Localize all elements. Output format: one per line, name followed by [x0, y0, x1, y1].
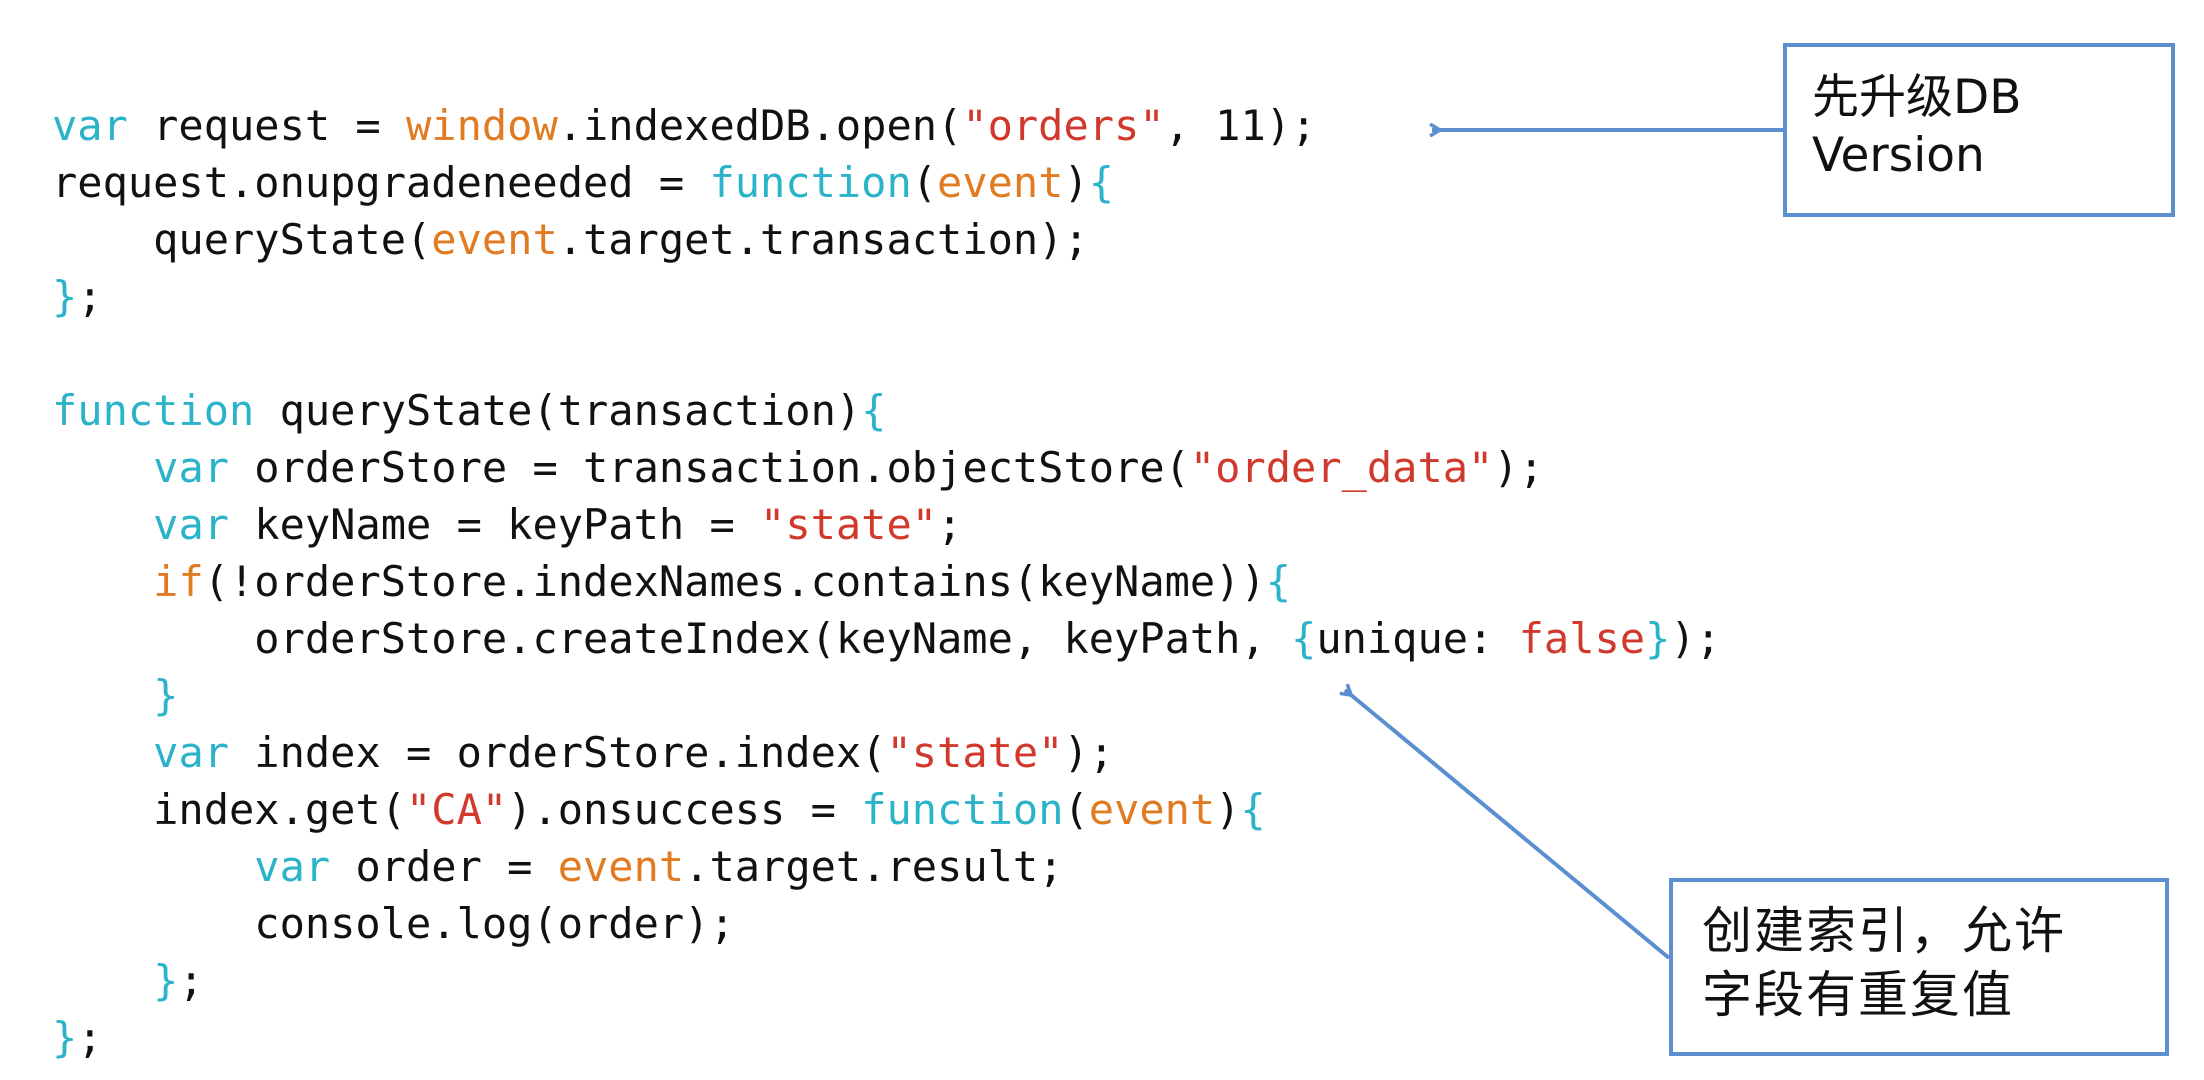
code-token: "orders": [962, 101, 1165, 150]
code-token: ): [1063, 158, 1089, 207]
code-line: var orderStore = transaction.objectStore…: [52, 439, 1721, 496]
code-token: keyName = keyPath =: [229, 500, 761, 549]
code-line: var keyName = keyPath = "state";: [52, 496, 1721, 553]
code-token: ;: [77, 272, 103, 321]
code-token: .indexedDB.open(: [557, 101, 963, 150]
code-token: .target.transaction);: [557, 215, 1089, 264]
code-token: event: [1088, 785, 1216, 834]
code-token: "state": [886, 728, 1064, 777]
code-token: order =: [330, 842, 558, 891]
code-line: orderStore.createIndex(keyName, keyPath,…: [52, 610, 1721, 667]
code-token: index.get(: [52, 785, 407, 834]
code-line: };: [52, 1009, 1721, 1066]
code-block: var request = window.indexedDB.open("ord…: [52, 97, 1721, 1066]
code-token: ;: [937, 500, 963, 549]
code-token: {: [1088, 158, 1115, 207]
create-index-note-line2: 字段有重复值: [1702, 966, 2014, 1024]
code-line: queryState(event.target.transaction);: [52, 211, 1721, 268]
code-token: var: [52, 101, 128, 150]
code-token: (: [1063, 785, 1089, 834]
code-token: event: [557, 842, 685, 891]
code-token: orderStore = transaction.objectStore(: [229, 443, 1190, 492]
code-token: {: [1291, 614, 1317, 663]
code-token: {: [1265, 557, 1292, 606]
code-line: };: [52, 268, 1721, 325]
code-token: window: [406, 101, 558, 150]
code-token: false: [1518, 614, 1646, 663]
code-token: queryState(transaction): [254, 386, 862, 435]
code-token: queryState(: [52, 215, 432, 264]
code-line: function queryState(transaction){: [52, 382, 1721, 439]
code-token: console.log(order);: [52, 899, 735, 948]
code-token: if: [153, 557, 204, 606]
code-line: console.log(order);: [52, 895, 1721, 952]
code-line: };: [52, 952, 1721, 1009]
code-line: }: [52, 667, 1721, 724]
code-token: var: [254, 842, 331, 891]
code-token: }: [1645, 614, 1671, 663]
code-token: function: [709, 158, 912, 207]
code-line: if(!orderStore.indexNames.contains(keyNa…: [52, 553, 1721, 610]
db-version-note-line2: Version: [1812, 128, 1985, 183]
code-line: var order = event.target.result;: [52, 838, 1721, 895]
code-token: );: [1670, 614, 1721, 663]
code-token: unique:: [1316, 614, 1519, 663]
code-token: }: [52, 272, 78, 321]
code-token: request.onupgradeneeded =: [52, 158, 710, 207]
db-version-note: 先升级DB Version: [1783, 43, 2175, 217]
code-token: }: [52, 1013, 78, 1062]
code-token: orderStore.createIndex(keyName, keyPath,: [52, 614, 1292, 663]
create-index-arrow: [1345, 690, 1671, 960]
code-token: index = orderStore.index(: [229, 728, 887, 777]
create-index-note: 创建索引，允许 字段有重复值: [1669, 878, 2169, 1056]
code-token: function: [52, 386, 255, 435]
code-token: "state": [760, 500, 938, 549]
code-token: (: [911, 158, 938, 207]
code-token: }: [153, 956, 179, 1005]
code-token: {: [1240, 785, 1266, 834]
code-token: );: [1493, 443, 1544, 492]
code-token: ;: [77, 1013, 103, 1062]
code-token: var: [153, 500, 230, 549]
code-token: var: [153, 728, 230, 777]
code-line: var index = orderStore.index("state");: [52, 724, 1721, 781]
code-line: index.get("CA").onsuccess = function(eve…: [52, 781, 1721, 838]
code-token: , 11);: [1164, 101, 1317, 150]
code-token: ): [1215, 785, 1241, 834]
code-line: request.onupgradeneeded = function(event…: [52, 154, 1721, 211]
code-token: ).onsuccess =: [507, 785, 862, 834]
code-token: {: [861, 386, 887, 435]
code-token: (!orderStore.indexNames.contains(keyName…: [203, 557, 1266, 606]
code-token: request =: [127, 101, 407, 150]
code-token: );: [1063, 728, 1115, 777]
code-token: var: [153, 443, 230, 492]
code-token: }: [153, 671, 179, 720]
code-token: event: [431, 215, 558, 264]
code-token: "order_data": [1189, 443, 1494, 492]
code-token: ;: [178, 956, 204, 1005]
code-line: var request = window.indexedDB.open("ord…: [52, 97, 1721, 154]
code-token: .target.result;: [684, 842, 1064, 891]
code-token: function: [861, 785, 1064, 834]
db-version-note-line1: 先升级DB: [1812, 70, 2022, 125]
create-index-note-line1: 创建索引，允许: [1702, 902, 2066, 960]
code-token: "CA": [406, 785, 508, 834]
code-token: event: [937, 158, 1064, 207]
